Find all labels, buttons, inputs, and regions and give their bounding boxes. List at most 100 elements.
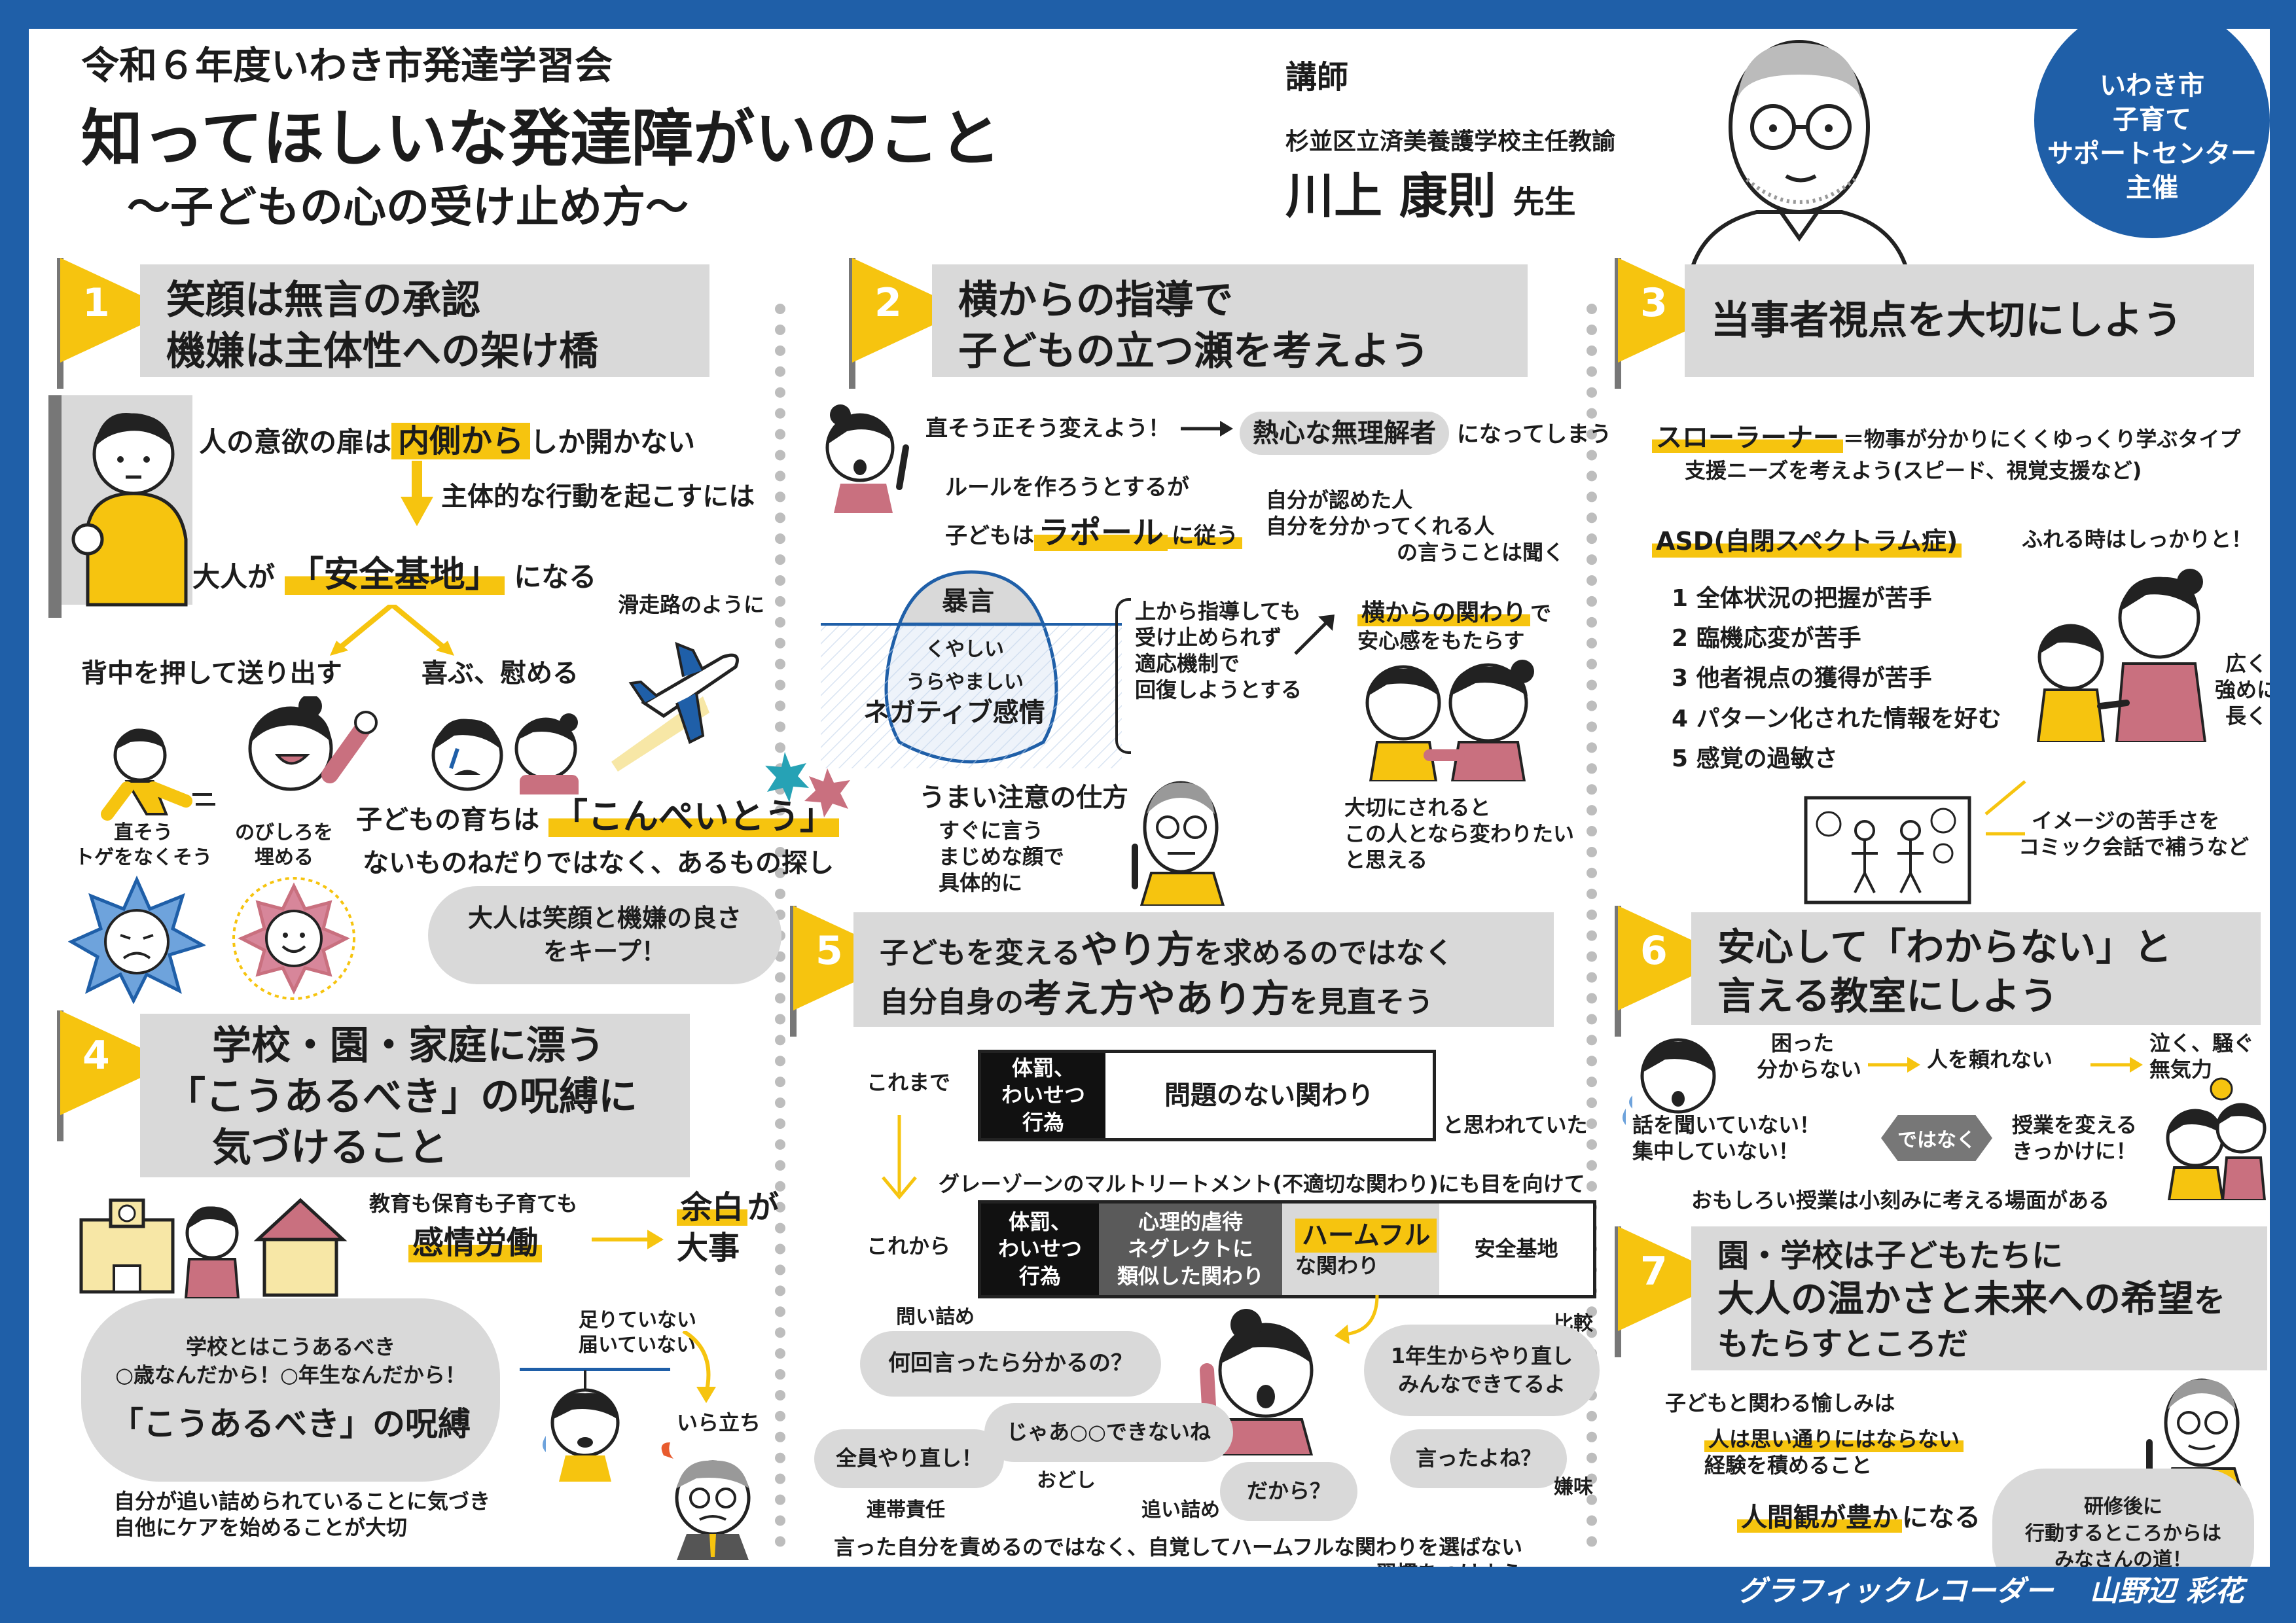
section-5-title: 子どもを変えるやり方を求めるのではなく 自分自身の考え方やあり方を見直そう	[853, 912, 1554, 1027]
title-part: 自分自身の	[880, 986, 1024, 1020]
chance-text-line: 授業を変える	[2012, 1113, 2138, 1137]
should-bubble-line: ○歳なんだから！○年生なんだから！	[115, 1363, 466, 1388]
event-name: 令和６年度いわき市発達学習会	[81, 43, 613, 88]
after-training-bubble: 研修後に 行動するところからは みなさんの道！	[1992, 1469, 2254, 1567]
side-text-line-1: 横からの関わりで	[1357, 598, 1551, 628]
touch-detail-line: 広く	[2225, 651, 2268, 676]
page-subtitle: 〜子どもの心の受け止め方〜	[127, 182, 689, 232]
unexpected-highlight: 人は思い通りにはならない	[1704, 1426, 1964, 1452]
should-bubble-line: 学校とはこうあるべき	[185, 1334, 395, 1360]
section-title-line: 「こうあるべき」の呪縛に	[166, 1074, 637, 1120]
cell-line: 行為	[1018, 1263, 1061, 1289]
section-title-line: 機嫌は主体性への架け橋	[166, 329, 598, 374]
rapport-highlight: ラポール	[1034, 514, 1168, 551]
flag-icon	[849, 258, 965, 389]
bubble-line: みんなできてるよ	[1397, 1372, 1566, 1397]
smile-bubble: 大人は笑顔と機嫌の良さ をキープ！	[428, 886, 781, 984]
chance-text-line: きっかけに！	[2012, 1139, 2137, 1164]
unexpected-text: 人は思い通りにはならない 経験を積めること	[1704, 1426, 1964, 1478]
fix-text-line: 直そう	[114, 821, 173, 844]
section-number: 7	[1640, 1249, 1668, 1294]
section-7-title-line-2: 大人の温かさと未来への希望を	[1717, 1276, 2241, 1324]
section-7-flag: 7	[1613, 1226, 1744, 1357]
bracket-divider	[1115, 598, 1131, 754]
crying-child-icon	[431, 713, 579, 794]
slow-learner-def: ＝物事が分かりにくくゆっくり学ぶタイプ	[1843, 427, 2241, 452]
asd-item: 5 感覚の過敏さ	[1672, 745, 1838, 772]
human-view-highlight: 人間観が豊か	[1737, 1503, 1902, 1533]
section-2-title: 横からの指導で 子どもの立つ瀬を考えよう	[932, 264, 1528, 377]
slow-learner-need: 支援ニーズを考えよう(スピード、視覚支援など)	[1685, 458, 2142, 483]
cheering-adult-icon	[248, 696, 378, 791]
cell-line: 体罰、	[1011, 1055, 1075, 1080]
section-number: 3	[1640, 280, 1668, 326]
organizer-line: いわき市	[2100, 71, 2204, 101]
adult-text-post: になる	[514, 561, 597, 593]
lack-text-line: 足りていない	[579, 1309, 696, 1332]
asd-item: 1 全体状況の把握が苦手	[1672, 585, 1932, 612]
iceberg-icon	[821, 570, 1122, 768]
section-7-title-line-1: 園・学校は子どもたちに	[1717, 1238, 2064, 1274]
iceberg-negative: ネガティブ感情	[863, 698, 1045, 728]
down-arrow-icon	[401, 461, 433, 526]
label-corner: 追い詰め	[1141, 1499, 1220, 1522]
asd-item: 3 他者視点の獲得が苦手	[1672, 665, 1932, 692]
result-highlight: 熱心な無理解者	[1240, 412, 1449, 455]
bubble-line: 研修後に	[2084, 1495, 2162, 1519]
section-2-flag: 2	[847, 258, 978, 389]
labor-text-highlight: 感情労働	[408, 1223, 543, 1262]
care-text-line: 自分が追い詰められていることに気づき	[114, 1489, 491, 1514]
section-title-line: 気づけること	[212, 1125, 448, 1171]
door-text: 人の意欲の扉は内側からしか開かない	[199, 421, 695, 461]
side-text-post: で	[1530, 601, 1552, 626]
before-scale: 体罰、 わいせつ 行為 問題のない関わり	[978, 1050, 1436, 1141]
section-4-title: 学校・園・家庭に漂う 「こうあるべき」の呪縛に 気づけること	[140, 1014, 690, 1177]
flag-icon	[1615, 1226, 1731, 1357]
growth-text: 子どもの育ちは 「こんぺいとう」	[356, 794, 839, 839]
flow-step-1: 困った 分からない	[1744, 1030, 1861, 1082]
section-number: 1	[82, 280, 110, 326]
good-warning-item: すぐに言う	[939, 818, 1044, 843]
valued-text-line: と思える	[1344, 847, 1428, 872]
search-text: ないものねだりではなく、あるもの探し	[363, 848, 834, 878]
good-warning-items: すぐに言う まじめな顔で 具体的に	[939, 817, 1064, 896]
side-by-side-icon	[1365, 660, 1534, 781]
after-safe-cell: 安全基地	[1439, 1204, 1593, 1295]
label-threat: おどし	[1037, 1469, 1096, 1492]
section-number: 6	[1640, 928, 1668, 974]
habit-text: 言った自分を責めるのではなく、自覚してハームフルな関わりを選ばない 習慣をつけよ…	[834, 1534, 1522, 1567]
accept-text-line: 自分が認めた人	[1266, 488, 1413, 512]
credit-role: グラフィックレコーダー	[1737, 1575, 2054, 1608]
asd-item: 4 パターン化された情報を好む	[1672, 705, 2001, 732]
label-sarcasm: 嫌味	[1554, 1476, 1593, 1499]
lecturer-portrait-icon	[1689, 40, 1910, 271]
lightbulb-kids-icon	[2166, 1077, 2267, 1200]
should-bubble: 学校とはこうあるべき ○歳なんだから！○年生なんだから！ 「こうあるべき」の呪縛	[81, 1298, 500, 1482]
section-title-line: 安心して「わからない」と	[1717, 925, 2172, 969]
margin-text-highlight: 余白	[677, 1189, 748, 1226]
rapport-text: 子どもはラポールに従う	[945, 513, 1243, 552]
flow-line: 困った	[1771, 1031, 1835, 1056]
cell-line: 類似した関わり	[1117, 1263, 1264, 1289]
touch-detail: 広く 強めに 長く	[2215, 651, 2270, 729]
curved-arrow-icon	[682, 1331, 716, 1403]
lack-text-line: 届いていない	[579, 1333, 696, 1357]
push-text: 背中を押して送り出す	[81, 658, 342, 688]
valued-text-line: この人となら変わりたい	[1344, 821, 1575, 846]
running-child-icon	[101, 728, 215, 821]
human-view-text: 人間観が豊かになる	[1737, 1501, 1981, 1534]
asd-item: 2 臨機応変が苦手	[1672, 625, 1861, 652]
lack-text: 足りていない 届いていない	[579, 1308, 696, 1357]
section-1-title: 笑顔は無言の承認 機嫌は主体性への架け橋	[140, 264, 709, 377]
flag-icon	[57, 1010, 173, 1141]
smile-bubble-line: 大人は笑顔と機嫌の良さ	[467, 903, 742, 933]
care-text: 自分が追い詰められていることに気づき 自他にケアを始めることが大切	[114, 1488, 490, 1541]
after-harm-cell: ハームフル な関わり	[1282, 1204, 1439, 1295]
flow-line: 泣く、騒ぐ	[2149, 1031, 2255, 1056]
bubble-line: みなさんの道！	[2054, 1548, 2192, 1567]
comic-conversation-icon	[1804, 796, 1971, 904]
rapport-text-pre: 子どもは	[945, 523, 1034, 549]
pointing-woman-icon	[825, 404, 909, 513]
flag-icon	[1615, 258, 1731, 389]
